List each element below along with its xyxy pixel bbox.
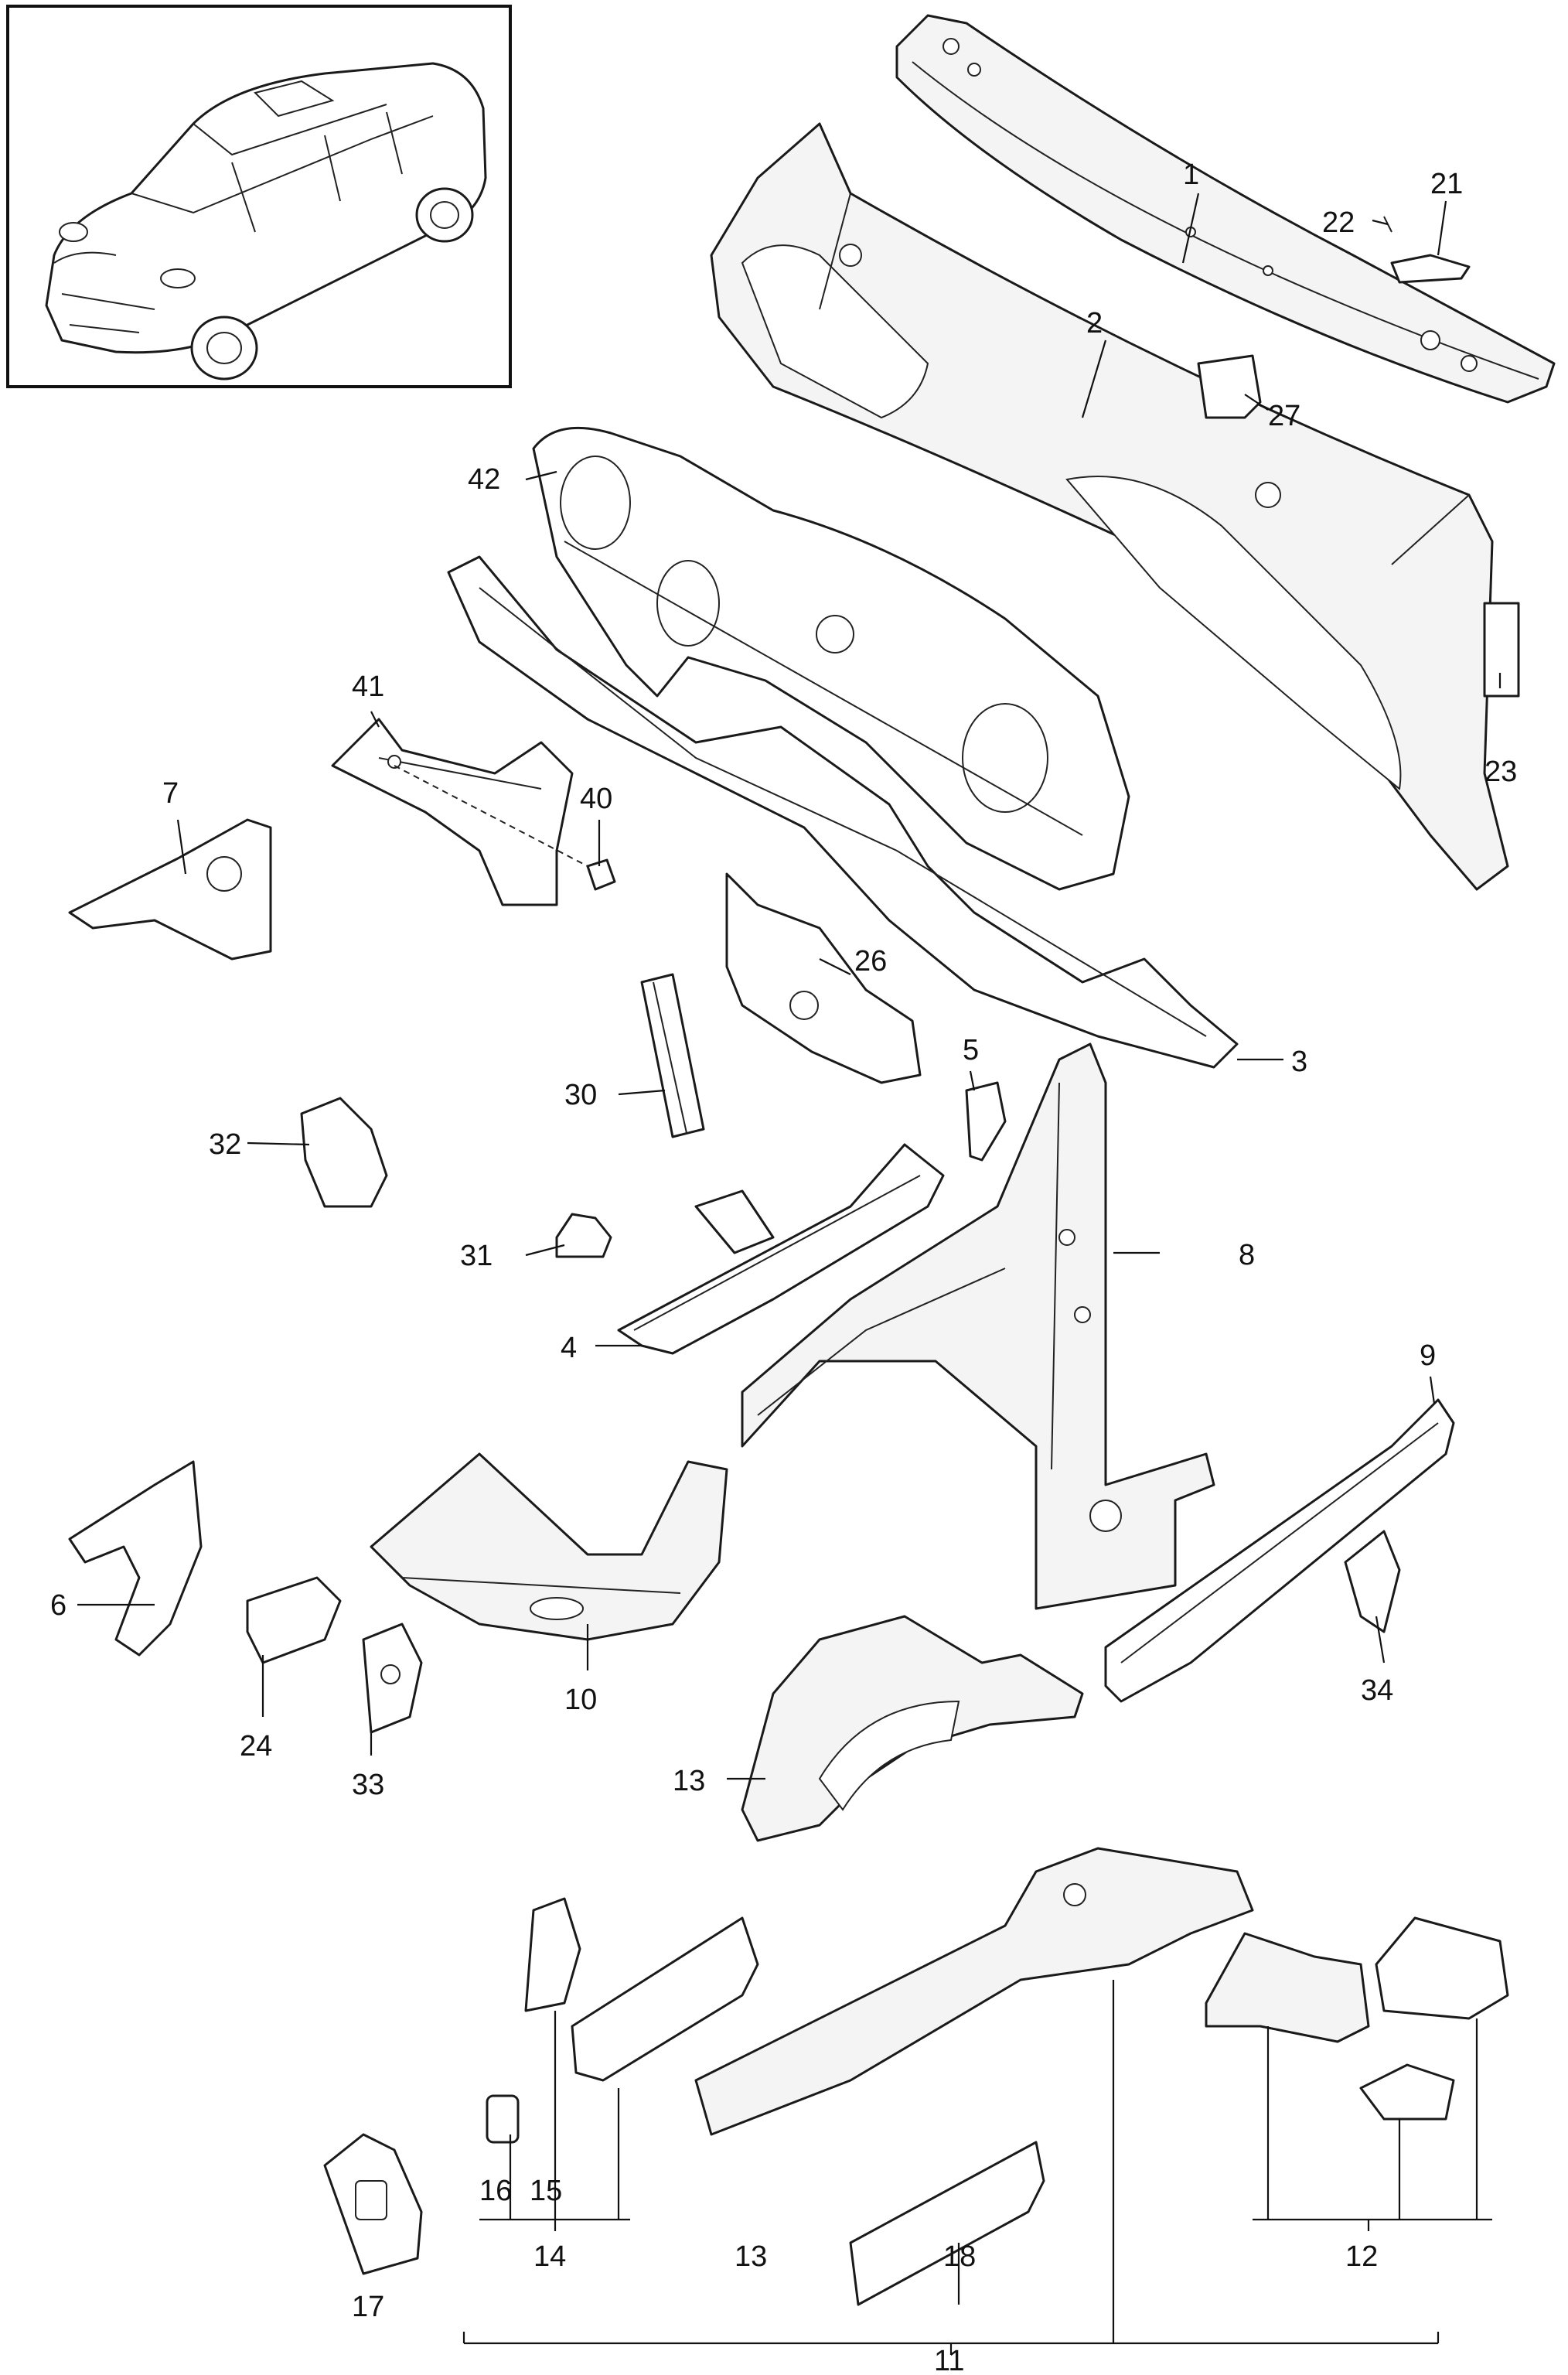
part-34 xyxy=(1344,1530,1401,1633)
callout-18: 18 xyxy=(943,2240,976,2273)
part-41 xyxy=(331,718,588,906)
callout-31: 31 xyxy=(460,1240,493,1272)
bottom-brackets xyxy=(462,1980,1492,2355)
part-26 xyxy=(725,872,922,1084)
part-4 xyxy=(617,1143,945,1355)
callout-17: 17 xyxy=(352,2291,384,2323)
callout-12: 12 xyxy=(1345,2240,1378,2273)
callout-7: 7 xyxy=(162,777,179,810)
part-13 xyxy=(741,1615,1084,1842)
callout-13-lower: 13 xyxy=(735,2240,767,2273)
callout-11: 11 xyxy=(934,2345,964,2375)
callout-42: 42 xyxy=(468,463,500,496)
callout-labels: 1 2 21 22 27 42 23 41 40 7 26 3 30 5 32 … xyxy=(50,159,1517,2375)
callout-41: 41 xyxy=(352,671,384,703)
part-42 xyxy=(532,426,1130,891)
callout-26: 26 xyxy=(854,945,887,978)
callout-2: 2 xyxy=(1086,307,1103,340)
callout-4: 4 xyxy=(561,1332,577,1364)
callout-15: 15 xyxy=(530,2175,562,2207)
callout-33: 33 xyxy=(352,1769,384,1801)
part-15 xyxy=(524,1897,581,2012)
callout-14: 14 xyxy=(533,2240,566,2273)
vehicle-inset xyxy=(6,5,512,388)
part-6 xyxy=(68,1460,203,1657)
callout-10: 10 xyxy=(564,1684,597,1716)
part-9 xyxy=(1104,1398,1455,1703)
callout-23: 23 xyxy=(1484,756,1517,788)
callout-40: 40 xyxy=(580,783,612,815)
part-3 xyxy=(447,555,1239,1069)
callout-30: 30 xyxy=(564,1079,597,1111)
leader-lines xyxy=(77,193,1502,1780)
part-1 xyxy=(895,14,1556,404)
part-17 xyxy=(323,2133,423,2275)
callout-21: 21 xyxy=(1430,168,1463,200)
part-31 xyxy=(555,1213,612,1258)
callout-8: 8 xyxy=(1239,1239,1255,1271)
part-12-a xyxy=(1205,1932,1370,2043)
part-27 xyxy=(1197,354,1262,419)
callout-1: 1 xyxy=(1183,159,1199,191)
part-23 xyxy=(1483,602,1520,698)
part-7 xyxy=(68,818,272,961)
part-10 xyxy=(370,1452,728,1641)
part-32 xyxy=(300,1097,388,1208)
car-icon xyxy=(45,62,487,380)
callout-27: 27 xyxy=(1268,400,1300,432)
part-16 xyxy=(486,2094,520,2144)
callout-13-upper: 13 xyxy=(673,1765,705,1797)
callout-16: 16 xyxy=(479,2175,512,2207)
part-40 xyxy=(586,858,616,891)
part-5 xyxy=(965,1081,1007,1162)
part-30 xyxy=(640,973,705,1138)
part-24 xyxy=(246,1576,342,1664)
callout-9: 9 xyxy=(1420,1339,1436,1372)
part-12-c xyxy=(1359,2063,1455,2121)
part-13-rail xyxy=(694,1847,1254,2136)
callout-3: 3 xyxy=(1291,1046,1307,1078)
callout-24: 24 xyxy=(240,1730,272,1762)
callout-6: 6 xyxy=(50,1589,66,1622)
part-18 xyxy=(849,2141,1045,2306)
part-14-rail xyxy=(571,1916,759,2082)
callout-34: 34 xyxy=(1361,1674,1393,1707)
part-12-b xyxy=(1375,1916,1509,2020)
part-8 xyxy=(741,1042,1215,1610)
callout-22: 22 xyxy=(1322,206,1355,239)
part-2 xyxy=(710,122,1509,891)
callout-32: 32 xyxy=(209,1128,241,1161)
part-33 xyxy=(362,1623,423,1734)
part-21 xyxy=(1390,254,1471,284)
callout-5: 5 xyxy=(963,1034,979,1066)
